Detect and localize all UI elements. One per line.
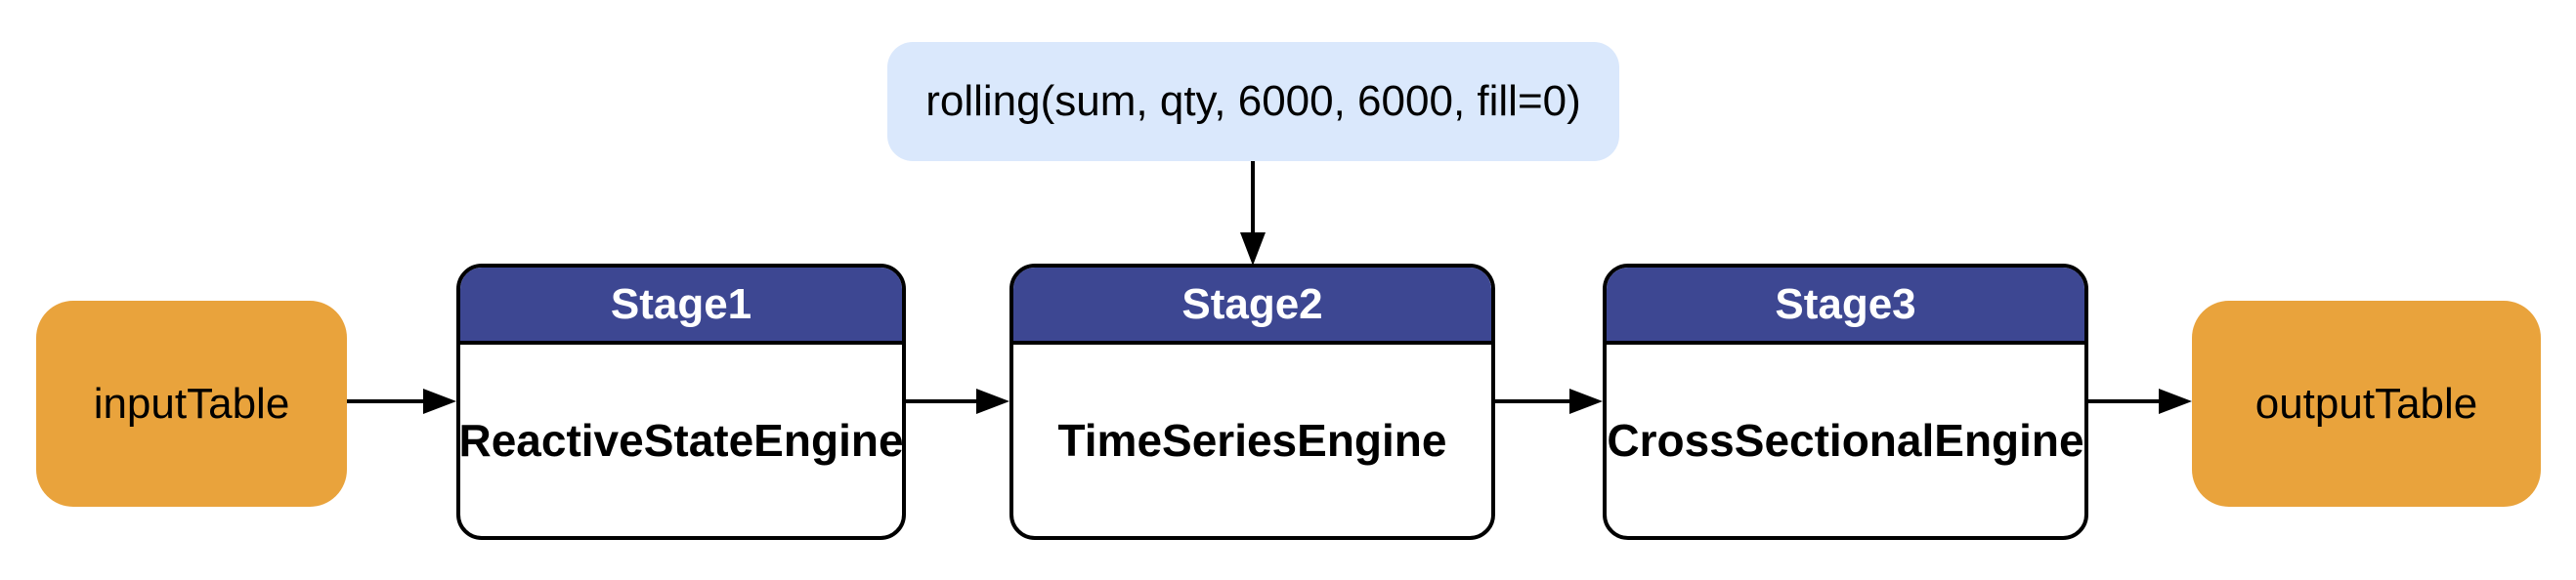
stage1-title: Stage1 bbox=[610, 279, 752, 328]
stage1-header: Stage1 bbox=[460, 268, 902, 345]
arrow-right-icon bbox=[976, 389, 1009, 414]
annotation-arrow-line bbox=[1251, 161, 1255, 232]
arrow-line-stage1-to-stage2 bbox=[906, 399, 976, 403]
output-table-label: outputTable bbox=[2254, 379, 2478, 428]
input-table-label: inputTable bbox=[93, 379, 290, 428]
annotation-node: rolling(sum, qty, 6000, 6000, fill=0) bbox=[887, 42, 1619, 161]
stage3-engine-label: CrossSectionalEngine bbox=[1607, 415, 2084, 466]
stage3-title: Stage3 bbox=[1775, 279, 1916, 328]
arrow-line-stage3-to-output bbox=[2088, 399, 2159, 403]
arrow-line-stage2-to-stage3 bbox=[1495, 399, 1569, 403]
arrow-down-icon bbox=[1240, 232, 1266, 266]
stage3-body: CrossSectionalEngine bbox=[1607, 345, 2084, 536]
stage2-body: TimeSeriesEngine bbox=[1013, 345, 1491, 536]
annotation-label: rolling(sum, qty, 6000, 6000, fill=0) bbox=[925, 77, 1581, 125]
stage2-header: Stage2 bbox=[1013, 268, 1491, 345]
stage1-node: Stage1 ReactiveStateEngine bbox=[456, 264, 906, 540]
stage3-node: Stage3 CrossSectionalEngine bbox=[1603, 264, 2088, 540]
input-table-node: inputTable bbox=[36, 301, 347, 507]
output-table-node: outputTable bbox=[2192, 301, 2541, 507]
stage1-engine-label: ReactiveStateEngine bbox=[458, 415, 904, 466]
arrow-right-icon bbox=[423, 389, 456, 414]
stage2-engine-label: TimeSeriesEngine bbox=[1057, 415, 1447, 466]
arrow-line-input-to-stage1 bbox=[347, 399, 423, 403]
arrow-right-icon bbox=[1569, 389, 1603, 414]
stage1-body: ReactiveStateEngine bbox=[460, 345, 902, 536]
stage2-title: Stage2 bbox=[1181, 279, 1323, 328]
stage2-node: Stage2 TimeSeriesEngine bbox=[1009, 264, 1495, 540]
arrow-right-icon bbox=[2159, 389, 2192, 414]
stage3-header: Stage3 bbox=[1607, 268, 2084, 345]
